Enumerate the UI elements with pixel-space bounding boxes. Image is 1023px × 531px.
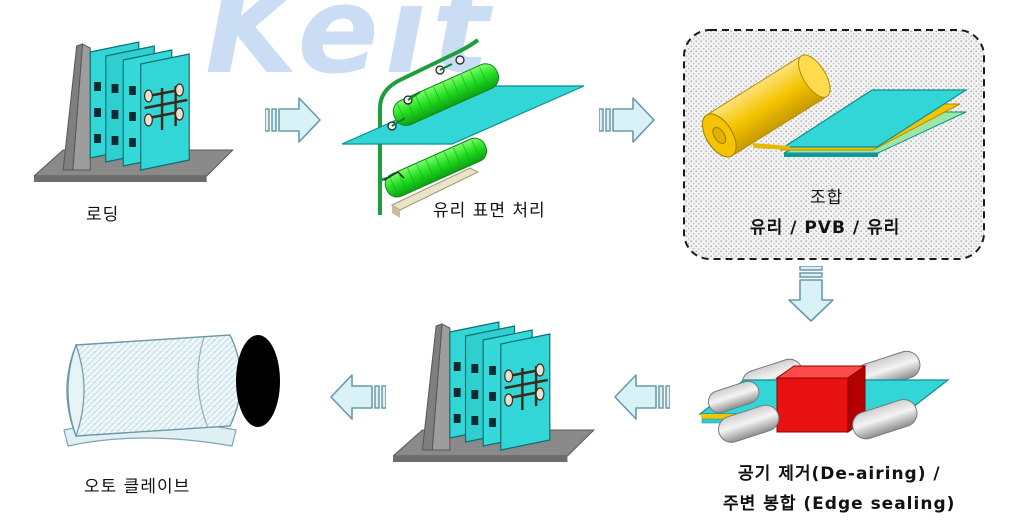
arrow-right-2 bbox=[599, 97, 655, 143]
step-label-deairing-line1: 공기 제거(De-airing) / bbox=[738, 464, 941, 484]
step-label-assembly: 조합 bbox=[810, 188, 844, 208]
arrow-left-1 bbox=[614, 374, 670, 420]
surface-treatment-illustration bbox=[341, 38, 585, 218]
deairing-illustration bbox=[698, 350, 950, 443]
step-label-surface-treatment: 유리 표면 처리 bbox=[433, 201, 546, 221]
step-label-loading: 로딩 bbox=[86, 205, 120, 225]
arrow-left-2 bbox=[330, 374, 386, 420]
rack-illustration-2 bbox=[393, 320, 596, 464]
loading-rack-illustration bbox=[34, 40, 235, 184]
arrow-down bbox=[788, 266, 834, 322]
autoclave-illustration bbox=[63, 334, 280, 447]
assembly-panel bbox=[683, 29, 985, 260]
step-label-autoclave: 오토 클레이브 bbox=[84, 477, 191, 497]
step-label-deairing-line2: 주변 봉합 (Edge sealing) bbox=[723, 494, 956, 514]
step-label-assembly-layers: 유리 / PVB / 유리 bbox=[750, 218, 901, 238]
arrow-right-1 bbox=[265, 97, 321, 143]
